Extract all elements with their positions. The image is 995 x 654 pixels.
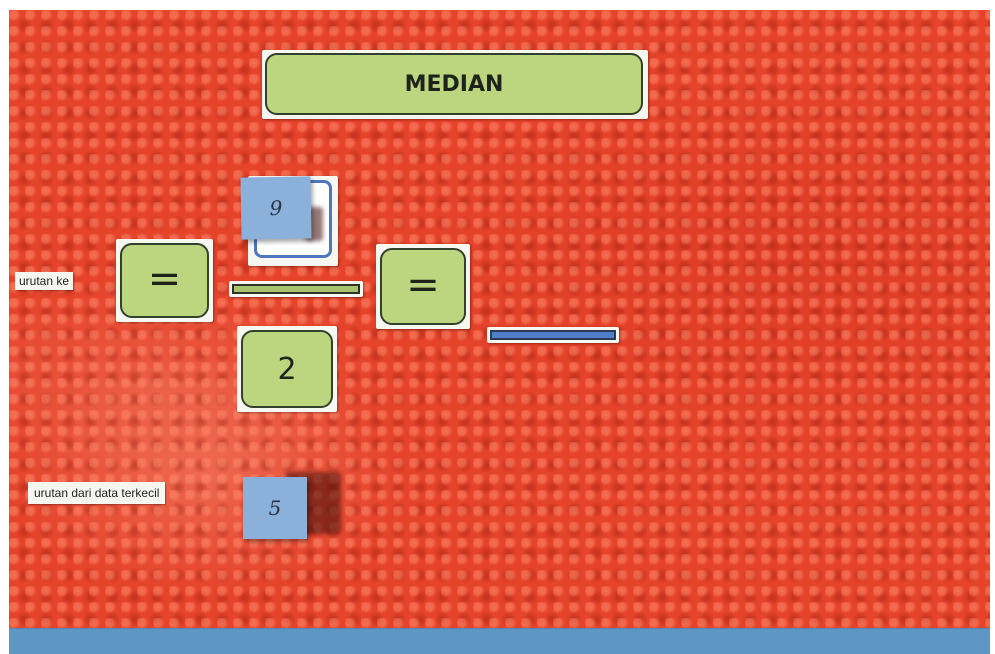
equals-card-2: = <box>380 248 466 325</box>
fraction-bar-paper <box>229 281 363 297</box>
sorted-data-label: urutan dari data terkecil <box>28 482 165 504</box>
position-label-text: urutan ke <box>19 274 69 288</box>
result-bar <box>490 330 616 340</box>
denominator-card: 2 <box>241 330 333 408</box>
denominator-value: 2 <box>277 352 296 387</box>
equals-card-1: = <box>120 243 209 318</box>
title-paper: MEDIAN <box>262 50 648 119</box>
answer-sticky-note: 5 <box>243 477 307 539</box>
numerator-value: 9 <box>269 196 282 220</box>
position-label: urutan ke <box>15 272 73 290</box>
bottom-blue-strip <box>9 628 990 654</box>
denominator-paper: 2 <box>237 326 337 412</box>
sorted-data-label-text: urutan dari data terkecil <box>34 486 159 500</box>
numerator-sticky-note: 9 <box>240 176 311 239</box>
answer-value: 5 <box>269 496 282 520</box>
title-text: MEDIAN <box>405 72 504 97</box>
equals-paper-2: = <box>376 244 470 329</box>
equals-paper-1: = <box>116 239 213 322</box>
styrofoam-board: MEDIAN 9 urutan ke = = <box>9 10 990 630</box>
title-card: MEDIAN <box>265 53 643 115</box>
result-bar-paper <box>487 327 619 343</box>
fraction-bar <box>232 284 360 294</box>
equals-sign-2: = <box>406 265 440 305</box>
equals-sign-1: = <box>148 259 182 299</box>
